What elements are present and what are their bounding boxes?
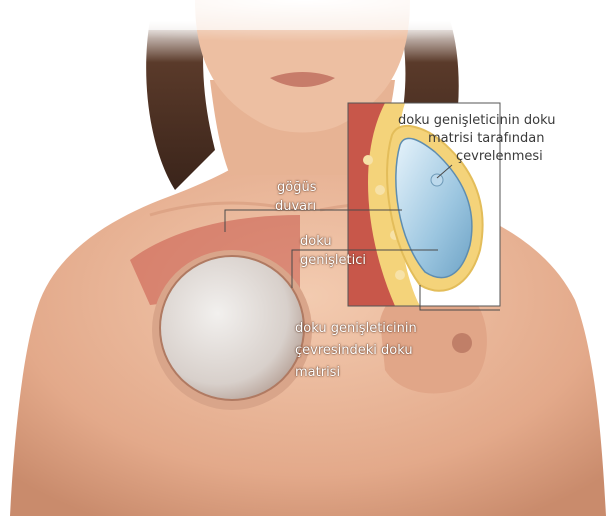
label-matrix-surrounded-line2: matrisi tarafından bbox=[398, 130, 555, 148]
label-surrounding-matrix: doku genişleticinin çevresindeki doku ma… bbox=[295, 318, 417, 384]
label-matrix-surrounded-line3: çevrelenmesi bbox=[398, 148, 555, 166]
label-chest-wall-line2: duvarı bbox=[275, 197, 316, 216]
label-matrix-surrounded: doku genişleticinin doku matrisi tarafın… bbox=[398, 112, 555, 166]
label-chest-wall: göğüs duvarı bbox=[275, 178, 316, 216]
label-surrounding-matrix-line3: matrisi bbox=[295, 362, 417, 384]
left-breast-with-expander bbox=[152, 250, 312, 410]
label-chest-wall-line1: göğüs bbox=[275, 178, 316, 197]
label-matrix-surrounded-line1: doku genişleticinin doku bbox=[398, 112, 555, 130]
label-surrounding-matrix-line1: doku genişleticinin bbox=[295, 318, 417, 340]
label-tissue-expander-line2: genişletici bbox=[300, 251, 366, 270]
label-surrounding-matrix-line2: çevresindeki doku bbox=[295, 340, 417, 362]
label-tissue-expander: doku genişletici bbox=[300, 232, 366, 270]
label-tissue-expander-line1: doku bbox=[300, 232, 366, 251]
